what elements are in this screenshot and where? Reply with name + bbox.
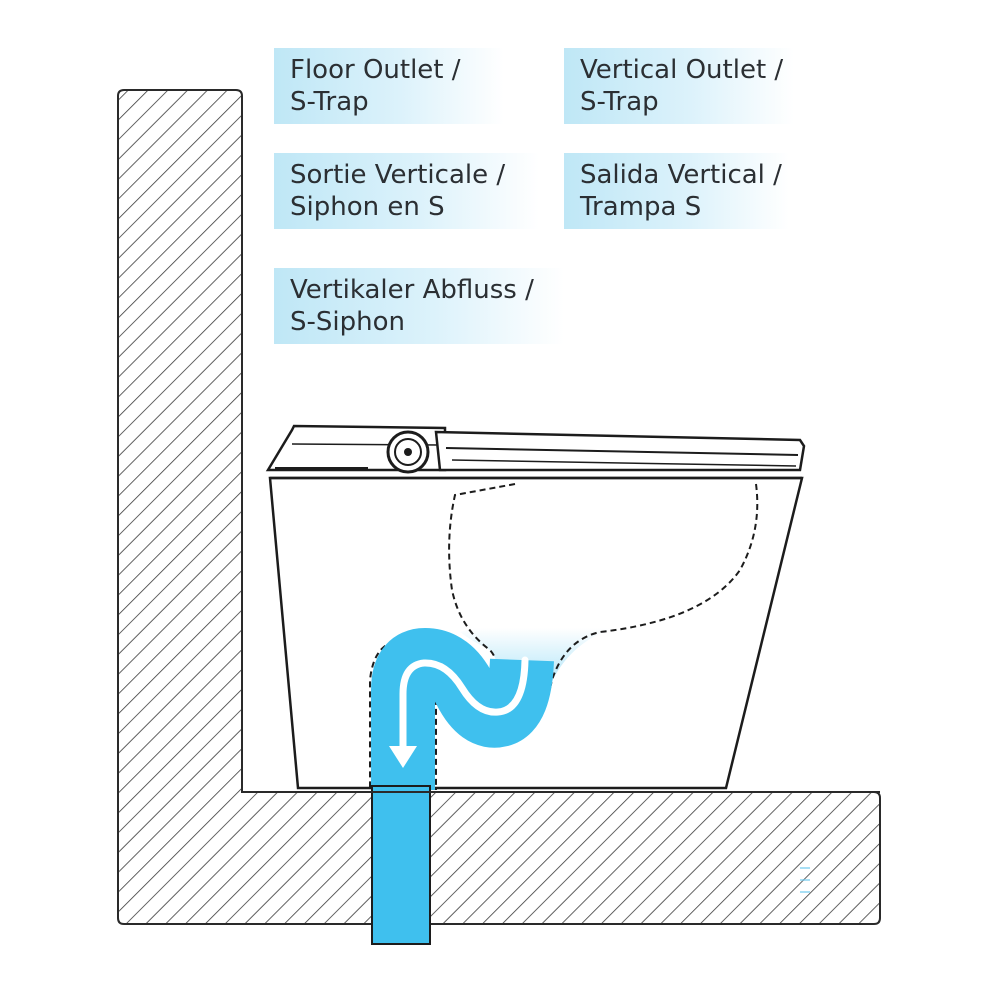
label-vertikaler-abfluss: Vertikaler Abfluss / S-Siphon [274, 268, 564, 344]
label-line-1: Vertical Outlet / [580, 55, 784, 85]
label-salida-vertical: Salida Vertical / Trampa S [564, 153, 789, 229]
label-line-2: S-Trap [290, 87, 369, 117]
control-knob-icon [386, 430, 430, 474]
label-line-1: Sortie Verticale / [290, 160, 506, 190]
label-sortie-verticale: Sortie Verticale / Siphon en S [274, 153, 539, 229]
label-line-2: S-Trap [580, 87, 659, 117]
label-line-2: Siphon en S [290, 192, 445, 222]
drain-pipe [371, 785, 431, 945]
label-line-1: Vertikaler Abfluss / [290, 275, 534, 305]
flow-arrow-icon [389, 656, 529, 768]
wall-and-floor [117, 89, 881, 925]
label-line-1: Salida Vertical / [580, 160, 782, 190]
seat-line [451, 459, 797, 467]
label-floor-outlet: Floor Outlet / S-Trap [274, 48, 504, 124]
lid-seam [445, 447, 799, 456]
label-line-2: Trampa S [580, 192, 702, 222]
label-line-2: S-Siphon [290, 307, 405, 337]
faint-mark-icon [800, 867, 810, 893]
label-vertical-outlet: Vertical Outlet / S-Trap [564, 48, 794, 124]
label-line-1: Floor Outlet / [290, 55, 461, 85]
